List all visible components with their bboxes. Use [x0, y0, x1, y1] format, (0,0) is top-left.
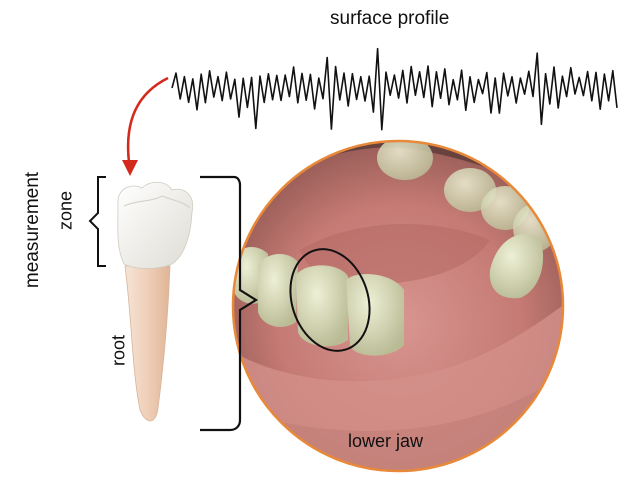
- surface-profile-waveform: [172, 49, 617, 130]
- lower-jaw-photo: [230, 136, 570, 475]
- red-arrow-icon: [122, 78, 168, 176]
- surface-profile-label: surface profile: [330, 8, 449, 30]
- measurement-label: measurement: [22, 135, 44, 325]
- lower-jaw-label: lower jaw: [348, 431, 423, 452]
- zone-label: zone: [56, 181, 77, 241]
- root-label: root: [109, 321, 130, 381]
- tooth-illustration: [118, 182, 193, 421]
- zone-bracket: [90, 177, 106, 266]
